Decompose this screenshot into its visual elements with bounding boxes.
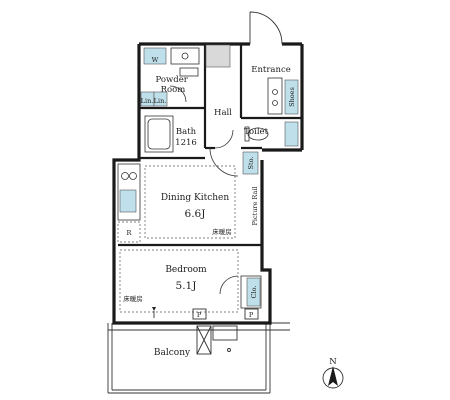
bedroom-label: Bedroom xyxy=(165,265,207,275)
refrigerator-label: R xyxy=(127,229,133,237)
kitchen-fixtures xyxy=(117,163,141,243)
interior-walls xyxy=(118,44,302,270)
pipe-label-1: P xyxy=(197,311,202,319)
toilet-label: Toilet xyxy=(244,127,269,137)
dk-storage-label: Sto. xyxy=(247,157,255,170)
floor-notes: 床暖房 床暖房 P P xyxy=(123,227,254,319)
dining-kitchen-size-label: 6.6J xyxy=(185,208,206,220)
shoes-label: Shoes xyxy=(288,87,296,107)
dk-floor-heating-zone xyxy=(144,165,236,239)
bedroom-closet xyxy=(219,275,262,309)
bath-label: Bath xyxy=(176,127,197,137)
entrance-label: Entrance xyxy=(251,65,291,75)
balcony-label: Balcony xyxy=(154,348,191,358)
entrance-fixtures xyxy=(267,77,299,115)
closet-label: Clo. xyxy=(250,286,258,299)
room-labels: W Powder Room Entrance Hall Bath 1216 To… xyxy=(127,56,291,358)
hall-label: Hall xyxy=(214,108,232,118)
powder-room-label-line1: Powder xyxy=(155,75,188,85)
linen-label-2: Lin. xyxy=(154,97,167,105)
bath-size-label: 1216 xyxy=(175,138,197,148)
bath-tub xyxy=(144,115,174,153)
hall-column xyxy=(205,44,231,68)
compass-north-label: N xyxy=(329,357,337,367)
powder-room-fixtures xyxy=(140,47,200,107)
window-marker xyxy=(152,307,156,318)
picture-rail-label: Picture Rail xyxy=(251,187,259,226)
dining-kitchen-label: Dining Kitchen xyxy=(161,193,230,203)
north-compass: N xyxy=(322,357,344,389)
powder-room-label-line2: Room xyxy=(161,85,186,95)
bedroom-floor-heating-zone xyxy=(119,249,239,313)
toilet-fixtures xyxy=(214,121,299,149)
pipe-label-2: P xyxy=(249,311,254,319)
north-arrow-icon xyxy=(328,366,338,386)
powder-room-label: Powder Room xyxy=(155,75,190,95)
linen-label-1: Lin. xyxy=(141,97,154,105)
floor-heating-note-bedroom: 床暖房 xyxy=(123,294,143,303)
washer-label: W xyxy=(152,56,159,64)
entrance-door xyxy=(249,11,283,45)
exterior-walls xyxy=(112,42,304,325)
pipe-shafts xyxy=(192,308,259,320)
storage-labels: Lin. Lin. Shoes Sto. Clo. xyxy=(141,87,296,298)
bedroom-size-label: 5.1J xyxy=(176,280,197,292)
balcony-structure xyxy=(107,322,290,394)
floor-heating-note-dk: 床暖房 xyxy=(212,227,232,236)
balcony-hatch-unit xyxy=(196,325,238,355)
dk-storage xyxy=(209,147,259,177)
